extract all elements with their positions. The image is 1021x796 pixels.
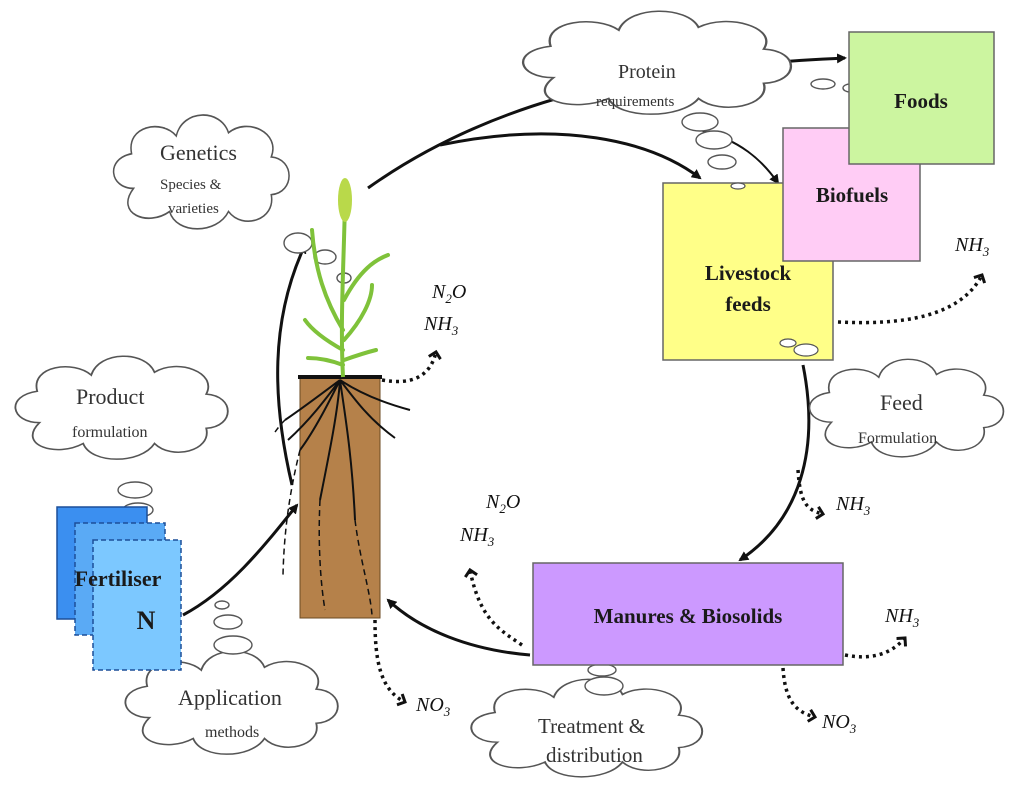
gas-no3-soil: NO3 [415, 694, 451, 719]
svg-text:NH3: NH3 [954, 234, 990, 259]
cloud-application: Application methods [124, 600, 339, 756]
gas-nh3-manure-right: NH3 [884, 605, 920, 630]
cloud-genetics-line2: Species & [160, 177, 222, 193]
fertiliser-stack: Fertiliser N [56, 506, 182, 671]
fertiliser-label: Fertiliser [75, 566, 162, 591]
box-foods: Foods [848, 31, 995, 165]
gas-no3-manure: NO3 [821, 711, 857, 736]
plant [303, 178, 390, 378]
cloud-feed: Feed Formulation [808, 358, 1005, 458]
svg-text:NH3: NH3 [884, 605, 920, 630]
cloud-feed-line1: Feed [880, 390, 923, 415]
cloud-treatment-line1: Treatment & [538, 714, 645, 738]
arrow-fertiliser-to-soil [182, 503, 299, 617]
emission-livestock [837, 275, 982, 325]
svg-text:NO3: NO3 [821, 711, 857, 736]
arrow-manures-to-soil [386, 598, 531, 657]
emission-plant [381, 352, 436, 384]
cloud-product-line2: formulation [72, 424, 148, 441]
cloud-treatment-line2: distribution [546, 743, 643, 767]
box-livestock-feeds: Livestock feeds [662, 182, 834, 361]
emission-arrows [373, 275, 982, 717]
gas-nh3-livestock: NH3 [954, 234, 990, 259]
svg-text:NH3: NH3 [459, 524, 495, 549]
gas-n2o-plant: N2O [431, 281, 466, 306]
svg-text:NH3: NH3 [423, 313, 459, 338]
svg-text:NO3: NO3 [415, 694, 451, 719]
foods-label: Foods [894, 89, 948, 113]
gas-nh3-manure: NH3 [459, 524, 495, 549]
gas-nh3-plant: NH3 [423, 313, 459, 338]
arrow-plant-to-livestock [439, 132, 702, 180]
svg-text:N2O: N2O [485, 491, 520, 516]
biofuels-label: Biofuels [816, 183, 888, 207]
cloud-protein-line2: requirements [596, 94, 674, 110]
svg-text:N2O: N2O [431, 281, 466, 306]
manures-label: Manures & Biosolids [594, 604, 783, 628]
emission-feed [796, 469, 823, 514]
arrow-soil-to-plant [276, 243, 307, 486]
cloud-genetics-line3: varieties [168, 201, 219, 217]
cloud-application-line2: methods [205, 724, 259, 741]
cloud-product: Product formulation [14, 355, 229, 518]
gas-nh3-feed: NH3 [835, 493, 871, 518]
emission-soil [373, 619, 405, 702]
emission-manure-right [844, 638, 905, 659]
cloud-treatment: Treatment & distribution [470, 652, 704, 778]
arrow-livestock-to-manures [738, 364, 811, 562]
cloud-feed-line2: Formulation [858, 430, 937, 447]
emission-manure-left [470, 570, 523, 647]
cloud-application-line1: Application [178, 685, 282, 710]
cloud-protein: Protein requirements [521, 10, 858, 170]
soil-column [274, 375, 411, 619]
livestock-label-line1: Livestock [705, 261, 792, 285]
n-label: N [137, 606, 156, 635]
gas-n2o-manure: N2O [485, 491, 520, 516]
cloud-genetics-line1: Genetics [160, 140, 237, 165]
livestock-label-line2: feeds [725, 292, 771, 316]
cloud-product-line1: Product [76, 384, 144, 409]
emission-manure-down [781, 667, 815, 717]
cloud-protein-line1: Protein [618, 61, 676, 83]
box-manures-biosolids: Manures & Biosolids [532, 562, 844, 666]
svg-text:NH3: NH3 [835, 493, 871, 518]
